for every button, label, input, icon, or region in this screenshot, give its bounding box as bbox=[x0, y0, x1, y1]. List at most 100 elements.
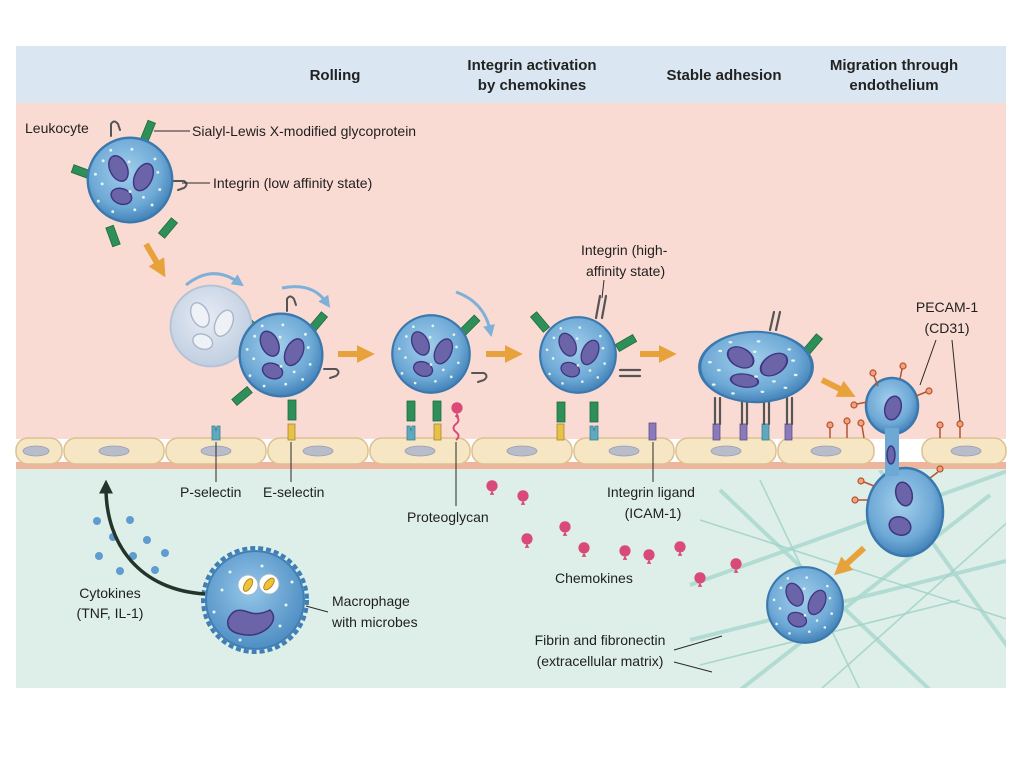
label-integrin-high: affinity state) bbox=[586, 263, 665, 279]
leukocyte-rolling bbox=[238, 312, 324, 398]
endothelial-cell bbox=[15, 437, 63, 465]
label-sialyl-lewis-x: Sialyl-Lewis X-modified glycoprotein bbox=[192, 123, 416, 139]
leader-line-fibrin bbox=[673, 635, 723, 651]
leukocyte-migrated bbox=[766, 566, 844, 644]
granules bbox=[212, 564, 294, 642]
integrin-icam-bond bbox=[740, 398, 749, 426]
sialyl-lewis-x-glycoprotein bbox=[287, 399, 297, 421]
sialyl-lewis-x-glycoprotein bbox=[157, 217, 179, 239]
sialyl-lewis-x-glycoprotein bbox=[529, 311, 551, 333]
pecam-1 bbox=[899, 362, 907, 380]
pecam-1 bbox=[956, 420, 964, 438]
cytokine-signal-arrow bbox=[99, 479, 206, 596]
pecam-1 bbox=[826, 421, 834, 438]
e-selectin bbox=[433, 423, 442, 441]
stage-migration: endothelium bbox=[849, 77, 938, 94]
nucleus-lobe bbox=[883, 395, 903, 421]
endothelial-nucleus bbox=[950, 445, 982, 457]
endothelial-cell bbox=[777, 437, 875, 465]
label-integrin-high: Integrin (high- bbox=[581, 242, 668, 258]
progression-arrow bbox=[820, 377, 856, 397]
cytokine-molecule bbox=[93, 517, 101, 525]
leader-line-fibrin bbox=[673, 661, 713, 673]
integrin-low-affinity bbox=[471, 372, 488, 383]
icam-1 bbox=[761, 423, 770, 441]
p-selectin bbox=[406, 425, 416, 441]
pecam-head bbox=[869, 369, 877, 377]
integrin-high-affinity bbox=[618, 368, 642, 378]
label-fibrin: (extracellular matrix) bbox=[537, 653, 664, 669]
rolling-arrow bbox=[185, 272, 244, 287]
label-integrin-ligand: (ICAM-1) bbox=[625, 505, 682, 521]
integrin-low-affinity bbox=[286, 295, 297, 312]
label-leukocyte: Leukocyte bbox=[25, 120, 89, 136]
pecam-1 bbox=[915, 387, 933, 397]
pecam-head bbox=[936, 465, 944, 473]
endothelial-cell bbox=[573, 437, 675, 465]
progression-arrow bbox=[834, 545, 867, 576]
sialyl-lewis-x-glycoprotein bbox=[406, 400, 416, 422]
proteoglycan bbox=[452, 415, 460, 441]
label-e-selectin: E-selectin bbox=[263, 484, 324, 500]
sialyl-lewis-x-glycoprotein bbox=[614, 333, 638, 353]
endothelial-nucleus bbox=[22, 445, 50, 457]
pecam-1 bbox=[929, 465, 944, 479]
label-macrophage: Macrophage bbox=[332, 593, 410, 609]
integrin-high-affinity bbox=[768, 310, 782, 332]
stage-headers: Rolling Integrin activation by chemokine… bbox=[310, 57, 959, 94]
pecam-stalk bbox=[873, 375, 879, 387]
progression-arrow bbox=[143, 242, 166, 278]
pecam-head bbox=[850, 401, 858, 409]
icam-1 bbox=[739, 423, 748, 441]
cytokine-molecule bbox=[95, 552, 103, 560]
leukocyte-rolling-2 bbox=[391, 314, 471, 394]
fibrin-fiber bbox=[699, 519, 1006, 620]
integrin-low-affinity bbox=[323, 368, 340, 379]
endothelial-nucleus bbox=[710, 445, 742, 457]
e-selectin bbox=[556, 423, 565, 441]
endothelial-cell bbox=[63, 437, 165, 465]
nucleus-lobe bbox=[888, 515, 912, 537]
leukocyte-stable-adhesion bbox=[698, 330, 814, 404]
fibrin-fiber bbox=[739, 493, 992, 688]
leukocyte-integrin-activation bbox=[539, 316, 617, 394]
endothelial-cell bbox=[471, 437, 573, 465]
integrin-low-affinity bbox=[110, 120, 121, 137]
endothelial-nucleus bbox=[608, 445, 640, 457]
endothelial-cell bbox=[921, 437, 1007, 465]
sialyl-lewis-x-glycoprotein bbox=[231, 385, 253, 407]
labels: Leukocyte Sialyl-Lewis X-modified glycop… bbox=[25, 120, 978, 669]
sialyl-lewis-x-glycoprotein bbox=[105, 224, 121, 248]
sialyl-lewis-x-glycoprotein bbox=[589, 401, 599, 423]
pecam-1 bbox=[850, 401, 868, 409]
pecam-1 bbox=[857, 419, 865, 439]
fibrin-fiber bbox=[821, 522, 1006, 688]
pecam-stalk bbox=[863, 481, 875, 487]
label-p-selectin: P-selectin bbox=[180, 484, 241, 500]
cytokine-molecule bbox=[143, 536, 151, 544]
macrophage-nucleus bbox=[227, 609, 275, 636]
progression-arrows bbox=[99, 242, 867, 596]
pecam-1 bbox=[843, 417, 851, 438]
leader-line-macrophage bbox=[305, 605, 329, 613]
endothelial-cell bbox=[267, 437, 369, 465]
label-integrin-ligand: Integrin ligand bbox=[607, 484, 695, 500]
basement-membrane bbox=[16, 462, 1006, 469]
stage-header-band bbox=[16, 46, 1006, 103]
pecam-head bbox=[899, 362, 907, 370]
microbe bbox=[242, 578, 254, 592]
endothelial-receptors bbox=[211, 402, 793, 441]
pecam-stalk bbox=[861, 425, 865, 439]
stage-stable-adhesion: Stable adhesion bbox=[666, 67, 781, 84]
integrin-high-affinity bbox=[594, 294, 608, 320]
integrin-icam-bond bbox=[785, 396, 794, 426]
cytokine-molecule bbox=[161, 549, 169, 557]
pecam-head bbox=[843, 417, 851, 425]
stage-rolling: Rolling bbox=[310, 67, 361, 84]
leader-line-pecam bbox=[951, 339, 961, 422]
stage-integrin-activation: Integrin activation bbox=[467, 57, 596, 74]
pecam-head bbox=[857, 419, 865, 427]
endothelium bbox=[15, 437, 1007, 469]
integrin-icam-bond bbox=[762, 398, 771, 426]
endothelial-nucleus bbox=[506, 445, 538, 457]
